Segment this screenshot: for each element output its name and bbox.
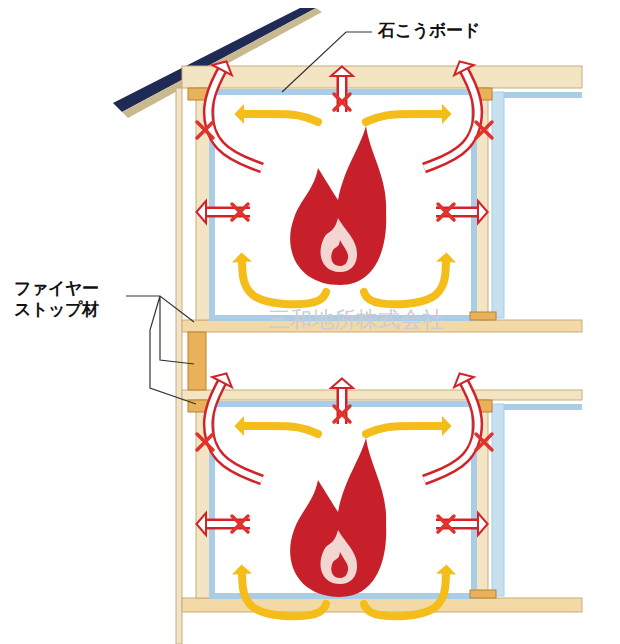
heat-arrow-head xyxy=(232,252,252,262)
heat-arrow-head xyxy=(436,564,456,574)
heat-arrow xyxy=(364,262,446,304)
blocked-arrow-head xyxy=(196,513,206,535)
part-label: 石こうボード xyxy=(378,20,480,41)
heat-arrow xyxy=(366,114,442,122)
blocked-arrow xyxy=(208,382,262,480)
heat-arrow-head xyxy=(234,104,244,124)
blocked-arrow xyxy=(424,382,478,480)
stop-cross xyxy=(438,204,454,220)
blocked-arrow xyxy=(339,388,345,424)
heat-arrow-head xyxy=(442,104,452,124)
blocked-arrow xyxy=(424,382,478,480)
heat-arrow-head xyxy=(234,416,244,436)
stop-cross xyxy=(438,516,454,532)
blocked-arrow-head xyxy=(212,373,232,387)
stop-cross xyxy=(334,406,350,422)
blocked-arrow-head xyxy=(331,378,353,388)
watermark: 三和地所株式会社 xyxy=(268,306,444,334)
blocked-arrow xyxy=(208,70,262,168)
blocked-arrow xyxy=(208,70,262,168)
blocked-arrow xyxy=(339,76,345,112)
stop-cross xyxy=(197,122,213,138)
blocked-arrow-head xyxy=(454,373,474,387)
stop-cross xyxy=(476,434,492,450)
blocked-arrow xyxy=(424,70,478,168)
heat-arrow-head xyxy=(442,416,452,436)
blocked-arrow xyxy=(424,70,478,168)
heat-arrow xyxy=(364,574,446,616)
heat-arrow-head xyxy=(436,252,456,262)
heat-arrow xyxy=(244,426,318,434)
blocked-arrow-head xyxy=(331,66,353,76)
blocked-arrow-head xyxy=(478,201,488,223)
heat-arrow xyxy=(242,574,326,616)
heat-arrow-head xyxy=(232,564,252,574)
stop-cross xyxy=(334,94,350,110)
blocked-arrow-head xyxy=(454,61,474,75)
blocked-arrow-head xyxy=(196,201,206,223)
blocked-arrow-head xyxy=(212,61,232,75)
blocked-arrow-head xyxy=(478,513,488,535)
stop-cross xyxy=(232,516,248,532)
heat-arrow xyxy=(366,426,442,434)
stop-cross xyxy=(476,122,492,138)
blocked-arrow xyxy=(208,382,262,480)
part-label: ファイヤー ストップ材 xyxy=(14,278,109,321)
stop-cross xyxy=(232,204,248,220)
stop-cross xyxy=(197,434,213,450)
heat-arrow xyxy=(242,262,326,304)
heat-arrow xyxy=(244,114,318,122)
